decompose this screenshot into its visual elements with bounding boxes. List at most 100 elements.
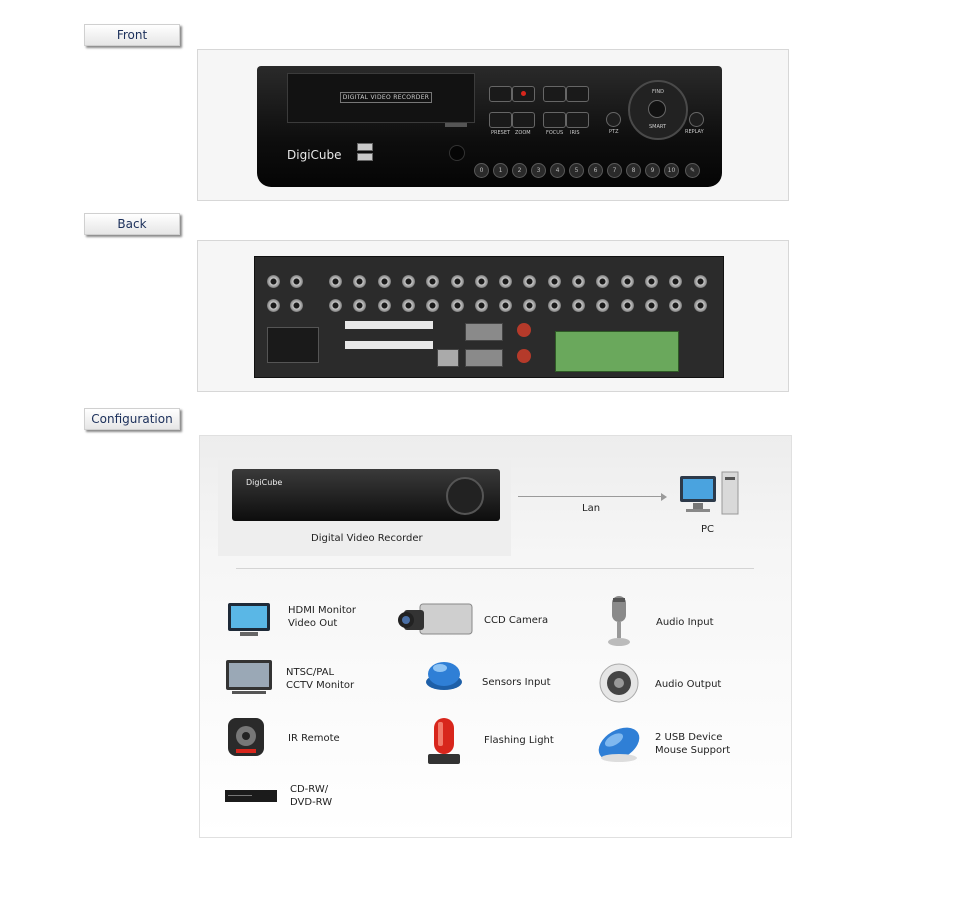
rs232-port	[465, 323, 503, 341]
flashing-light-label: Flashing Light	[484, 735, 554, 746]
audio-out-port	[517, 323, 531, 337]
iris-button[interactable]	[566, 112, 589, 128]
bnc-connector	[523, 299, 537, 312]
tray-label: DIGITAL VIDEO RECORDER	[340, 92, 432, 103]
bnc-connector	[693, 299, 707, 312]
replay-label: REPLAY	[685, 129, 704, 135]
bnc-connector	[669, 299, 683, 312]
audio-input-label: Audio Input	[656, 617, 714, 628]
number-button[interactable]: 6	[588, 163, 603, 178]
bnc-connector	[499, 275, 513, 288]
pc-icon	[678, 470, 742, 518]
sensor-button-icon	[424, 658, 464, 692]
speaker-icon	[598, 662, 640, 704]
bnc-connector	[620, 275, 634, 288]
config-dvr-brand: DigiCube	[246, 478, 283, 487]
pc-label: PC	[701, 524, 715, 535]
bnc-connector	[426, 299, 440, 312]
zoom-button[interactable]	[512, 112, 535, 128]
bnc-connector	[329, 275, 342, 288]
number-button[interactable]: 8	[626, 163, 641, 178]
audio-output-label: Audio Output	[655, 679, 722, 690]
dvr-caption: Digital Video Recorder	[311, 533, 423, 544]
bnc-connector	[596, 299, 610, 312]
number-button[interactable]: 0	[474, 163, 489, 178]
configuration-panel: DigiCube Digital Video Recorder Lan PC H…	[199, 435, 792, 838]
power-socket	[267, 327, 319, 363]
bnc-connector	[450, 299, 464, 312]
number-button[interactable]: 10	[664, 163, 679, 178]
preset-button[interactable]	[489, 112, 512, 128]
replay-button[interactable]	[689, 112, 704, 127]
ptz-label: PTZ	[609, 129, 619, 135]
bnc-connector	[353, 299, 367, 312]
bnc-connector	[267, 299, 280, 312]
edit-button[interactable]: ✎	[685, 163, 700, 178]
number-button[interactable]: 7	[607, 163, 622, 178]
vga-port	[465, 349, 503, 367]
microphone-icon	[604, 594, 634, 648]
number-button[interactable]: 1	[493, 163, 508, 178]
iris-label: IRIS	[570, 130, 580, 136]
ir-sensor	[449, 145, 465, 161]
disc-tray: DIGITAL VIDEO RECORDER	[287, 73, 475, 123]
bnc-connector	[547, 275, 561, 288]
cd-dvd-drive-icon	[224, 788, 278, 804]
flashing-light-icon	[426, 714, 462, 766]
number-button[interactable]: 9	[645, 163, 660, 178]
eject-slot	[445, 123, 467, 127]
display-button[interactable]	[489, 86, 512, 102]
enter-button[interactable]	[648, 100, 666, 118]
ptz-button[interactable]	[606, 112, 621, 127]
find-label: FIND	[652, 89, 664, 95]
hdmi-monitor-icon	[226, 601, 272, 639]
ntsc-monitor-label: NTSC/PAL CCTV Monitor	[286, 667, 355, 691]
bnc-connector	[450, 275, 464, 288]
bnc-connector	[547, 299, 561, 312]
bnc-connector	[290, 299, 303, 312]
tab-front[interactable]: Front	[84, 24, 180, 46]
bnc-connector	[474, 275, 488, 288]
bnc-connector	[329, 299, 342, 312]
audio-in-port	[517, 349, 531, 363]
bnc-connector	[572, 275, 585, 288]
number-button[interactable]: 4	[550, 163, 565, 178]
record-button[interactable]	[512, 86, 535, 102]
bnc-connector	[377, 299, 391, 312]
lan-connection-line	[518, 496, 662, 497]
bnc-connector	[669, 275, 683, 288]
config-dvr-dpad	[446, 477, 484, 515]
bnc-connector	[523, 275, 537, 288]
dvr-back-image	[254, 256, 724, 378]
front-panel-frame: DIGITAL VIDEO RECORDER DigiCube PRESET Z…	[197, 49, 789, 201]
bnc-connector	[644, 299, 658, 312]
audio-terminal-strip	[345, 321, 433, 329]
ccd-camera-icon	[396, 600, 476, 640]
number-button[interactable]: 5	[569, 163, 584, 178]
bnc-connector	[401, 275, 415, 288]
navigation-dpad[interactable]: FIND SMART	[628, 80, 688, 140]
dvr-front-image: DIGITAL VIDEO RECORDER DigiCube PRESET Z…	[257, 66, 722, 187]
focus-label: FOCUS	[546, 130, 564, 136]
menu-button[interactable]	[543, 86, 566, 102]
bnc-connector	[693, 275, 707, 288]
bnc-connector	[426, 275, 440, 288]
zoom-label: ZOOM	[515, 130, 531, 136]
number-button[interactable]: 3	[531, 163, 546, 178]
bnc-connector	[474, 299, 488, 312]
exit-button[interactable]	[566, 86, 589, 102]
smart-label: SMART	[649, 124, 667, 130]
usb-device-label: 2 USB Device Mouse Support	[655, 732, 731, 756]
tab-configuration[interactable]: Configuration	[84, 408, 180, 430]
usb-port	[357, 153, 373, 161]
separator-line	[236, 568, 754, 569]
number-button[interactable]: 2	[512, 163, 527, 178]
focus-button[interactable]	[543, 112, 566, 128]
bnc-connector	[596, 275, 610, 288]
tab-back[interactable]: Back	[84, 213, 180, 235]
config-dvr-image: DigiCube	[232, 469, 500, 521]
bnc-connector	[353, 275, 367, 288]
bnc-connector	[572, 299, 585, 312]
ccd-camera-label: CCD Camera	[484, 615, 549, 626]
bnc-connector	[290, 275, 303, 288]
